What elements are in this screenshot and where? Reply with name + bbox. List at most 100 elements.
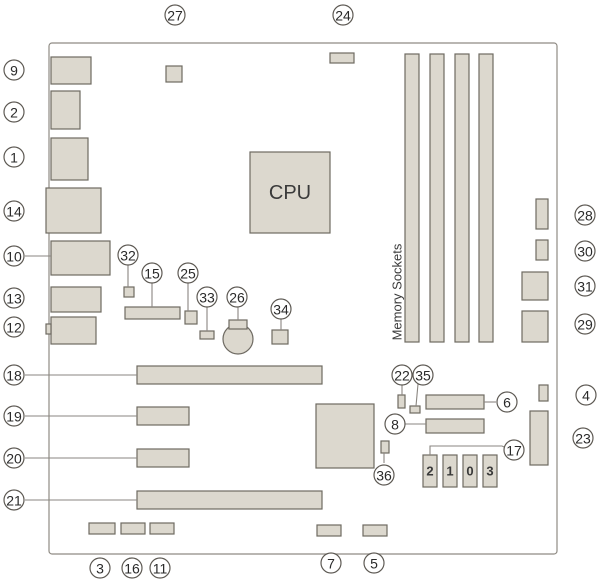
callout-number: 31 bbox=[577, 279, 593, 295]
sata-port-label: 2 bbox=[426, 464, 433, 479]
callout-11: 11 bbox=[149, 557, 171, 579]
callout-circle bbox=[177, 262, 199, 284]
bottom-header-16 bbox=[120, 522, 146, 535]
callout-8: 8 bbox=[384, 413, 406, 435]
callout-23: 23 bbox=[572, 427, 594, 449]
leader-lines bbox=[25, 255, 512, 501]
callout-14: 14 bbox=[3, 200, 25, 222]
callout-number: 2 bbox=[10, 105, 18, 121]
chipset bbox=[315, 403, 375, 469]
callout-number: 7 bbox=[327, 556, 335, 572]
callout-12: 12 bbox=[3, 316, 25, 338]
callout-number: 36 bbox=[376, 468, 392, 484]
callout-number: 32 bbox=[120, 248, 136, 264]
callout-circle bbox=[373, 464, 395, 486]
pcie-slot-21 bbox=[136, 490, 323, 510]
callout-number: 26 bbox=[229, 290, 245, 306]
rear-io-ps2-port bbox=[50, 56, 92, 85]
callout-circle bbox=[332, 4, 354, 26]
header-29 bbox=[521, 310, 549, 343]
callout-circle bbox=[320, 552, 342, 574]
jumper-35 bbox=[409, 405, 421, 414]
jumper-32 bbox=[123, 286, 135, 298]
callout-number: 35 bbox=[415, 368, 431, 384]
callout-circle bbox=[149, 557, 171, 579]
callout-number: 30 bbox=[577, 244, 593, 260]
jumper-36 bbox=[380, 440, 390, 454]
callout-27: 27 bbox=[164, 4, 186, 26]
cpu-label: CPU bbox=[269, 182, 311, 204]
callout-24: 24 bbox=[332, 4, 354, 26]
callout-circle bbox=[384, 413, 406, 435]
callout-17: 17 bbox=[503, 439, 525, 461]
callout-circle bbox=[117, 244, 139, 266]
callout-number: 5 bbox=[370, 556, 378, 572]
callout-number: 6 bbox=[503, 395, 511, 411]
callout-circle bbox=[3, 101, 25, 123]
callout-number: 18 bbox=[6, 368, 22, 384]
callout-number: 1 bbox=[10, 150, 18, 166]
callout-circle bbox=[3, 287, 25, 309]
callout-6: 6 bbox=[496, 391, 518, 413]
callout-16: 16 bbox=[121, 557, 143, 579]
rear-io-usb-stack bbox=[50, 137, 89, 181]
jumper-33 bbox=[199, 330, 215, 340]
sata-connector-6 bbox=[425, 394, 485, 410]
header-28 bbox=[535, 198, 549, 230]
callout-4: 4 bbox=[575, 384, 597, 406]
callout-circle bbox=[496, 391, 518, 413]
callout-circle bbox=[3, 59, 25, 81]
callout-26: 26 bbox=[226, 286, 248, 308]
sata-port-label: 0 bbox=[466, 464, 473, 479]
memory-socket-b bbox=[429, 53, 445, 343]
callout-29: 29 bbox=[574, 313, 596, 335]
callout-number: 19 bbox=[6, 409, 22, 425]
callout-circle bbox=[574, 313, 596, 335]
callout-circle bbox=[572, 427, 594, 449]
callout-36: 36 bbox=[373, 464, 395, 486]
callout-5: 5 bbox=[363, 552, 385, 574]
header-31 bbox=[521, 271, 549, 301]
callout-circle bbox=[3, 316, 25, 338]
callout-number: 3 bbox=[96, 561, 104, 577]
callout-number: 15 bbox=[144, 266, 160, 282]
callout-number: 14 bbox=[6, 204, 22, 220]
callout-circle bbox=[196, 286, 218, 308]
bottom-header-7 bbox=[316, 524, 342, 537]
callout-circle bbox=[574, 275, 596, 297]
callout-number: 24 bbox=[335, 8, 351, 24]
bottom-header-11 bbox=[149, 522, 175, 535]
callout-circle bbox=[89, 557, 111, 579]
header-30 bbox=[535, 239, 549, 261]
callout-number: 17 bbox=[506, 443, 522, 459]
memory-socket-c bbox=[454, 53, 470, 343]
callout-18: 18 bbox=[3, 364, 25, 386]
sata-port-label: 3 bbox=[486, 464, 493, 479]
callout-number: 10 bbox=[6, 249, 22, 265]
callout-15: 15 bbox=[141, 262, 163, 284]
memory-socket-a bbox=[404, 53, 420, 343]
rear-io-serial-port bbox=[50, 90, 81, 130]
callout-number: 28 bbox=[577, 208, 593, 224]
callout-1: 1 bbox=[3, 146, 25, 168]
callout-number: 12 bbox=[6, 320, 22, 336]
callout-30: 30 bbox=[574, 240, 596, 262]
callout-circle bbox=[3, 146, 25, 168]
callout-circle bbox=[503, 439, 525, 461]
memory-sockets-label: Memory Sockets bbox=[390, 243, 405, 340]
callout-number: 34 bbox=[273, 302, 289, 318]
pcie-slot-19 bbox=[136, 406, 190, 426]
sata-port-0 bbox=[462, 454, 478, 488]
cpu-socket bbox=[249, 151, 331, 234]
bottom-header-5 bbox=[362, 524, 388, 537]
rear-io-lan-port bbox=[50, 240, 111, 276]
callout-number: 13 bbox=[6, 291, 22, 307]
jumper-22 bbox=[397, 394, 406, 409]
callout-circle bbox=[574, 204, 596, 226]
rear-io-usb-port bbox=[50, 286, 102, 313]
callout-number: 27 bbox=[167, 8, 183, 24]
rear-io-audio-port bbox=[50, 316, 97, 345]
battery-clip bbox=[228, 319, 248, 330]
callout-circle bbox=[3, 405, 25, 427]
